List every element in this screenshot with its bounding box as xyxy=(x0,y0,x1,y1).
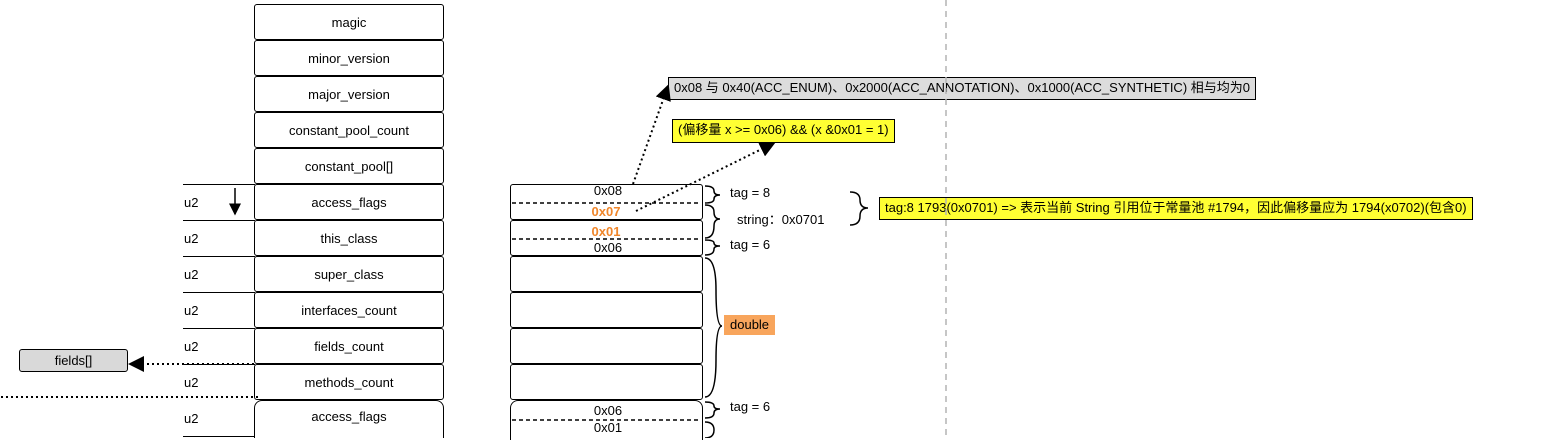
fields-target-box[interactable]: fields[] xyxy=(19,349,128,372)
size-label: u2 xyxy=(184,195,199,210)
row-line xyxy=(183,184,255,185)
row-line xyxy=(183,292,255,293)
tag-label: tag = 6 xyxy=(730,237,771,252)
field-constant-pool-count[interactable]: constant_pool_count xyxy=(254,112,444,148)
size-label: u2 xyxy=(184,303,199,318)
bracket-tag6-b xyxy=(704,401,721,419)
byte-value-highlight: 0x07 xyxy=(591,204,621,219)
byte-box-double-1[interactable] xyxy=(510,256,703,292)
curly-brace xyxy=(849,191,869,226)
size-label: u2 xyxy=(184,375,199,390)
field-methods-count[interactable]: methods_count xyxy=(254,364,444,400)
bracket-tag6-a xyxy=(704,239,721,256)
byte-box-string[interactable] xyxy=(510,220,703,256)
row-line xyxy=(183,328,255,329)
size-label: u2 xyxy=(184,231,199,246)
field-super-class[interactable]: super_class xyxy=(254,256,444,292)
tag-label: tag = 6 xyxy=(730,399,771,414)
arrow-to-flags-note xyxy=(632,84,671,185)
byte-box-double-4[interactable] xyxy=(510,364,703,400)
field-interfaces-count[interactable]: interfaces_count xyxy=(254,292,444,328)
field-fields-count[interactable]: fields_count xyxy=(254,328,444,364)
byte-value: 0x08 xyxy=(593,183,623,198)
row-line xyxy=(183,364,255,365)
byte-box-double-2[interactable] xyxy=(510,292,703,328)
string-label: string：0x0701 xyxy=(737,212,825,227)
row-line xyxy=(183,436,255,437)
size-label: u2 xyxy=(184,339,199,354)
offset-note: (偏移量 x >= 0x06) && (x &0x01 = 1) xyxy=(672,119,895,143)
field-major-version[interactable]: major_version xyxy=(254,76,444,112)
field-access-flags[interactable]: access_flags xyxy=(254,184,444,220)
bracket-tag8 xyxy=(704,185,721,204)
flags-note: 0x08 与 0x40(ACC_ENUM)、0x2000(ACC_ANNOTAT… xyxy=(668,77,1256,100)
size-label: u2 xyxy=(184,267,199,282)
field-constant-pool[interactable]: constant_pool[] xyxy=(254,148,444,184)
row-line xyxy=(183,256,255,257)
byte-value: 0x06 xyxy=(593,240,623,255)
byte-box-double-3[interactable] xyxy=(510,328,703,364)
tag-label: tag = 8 xyxy=(730,185,771,200)
byte-value: 0x06 xyxy=(593,403,623,418)
field-magic[interactable]: magic xyxy=(254,4,444,40)
field-access-flags-2[interactable]: access_flags xyxy=(254,400,444,438)
bracket-tag6-c xyxy=(704,421,715,438)
row-line xyxy=(183,220,255,221)
byte-value: 0x01 xyxy=(593,420,623,435)
bracket-string xyxy=(704,204,721,239)
string-note: tag:8 1793(0x0701) => 表示当前 String 引用位于常量… xyxy=(879,197,1473,220)
double-tag: double xyxy=(724,315,776,335)
size-label: u2 xyxy=(184,411,199,426)
bracket-double xyxy=(704,257,723,398)
field-this-class[interactable]: this_class xyxy=(254,220,444,256)
field-minor-version[interactable]: minor_version xyxy=(254,40,444,76)
byte-value-highlight: 0x01 xyxy=(591,224,621,239)
